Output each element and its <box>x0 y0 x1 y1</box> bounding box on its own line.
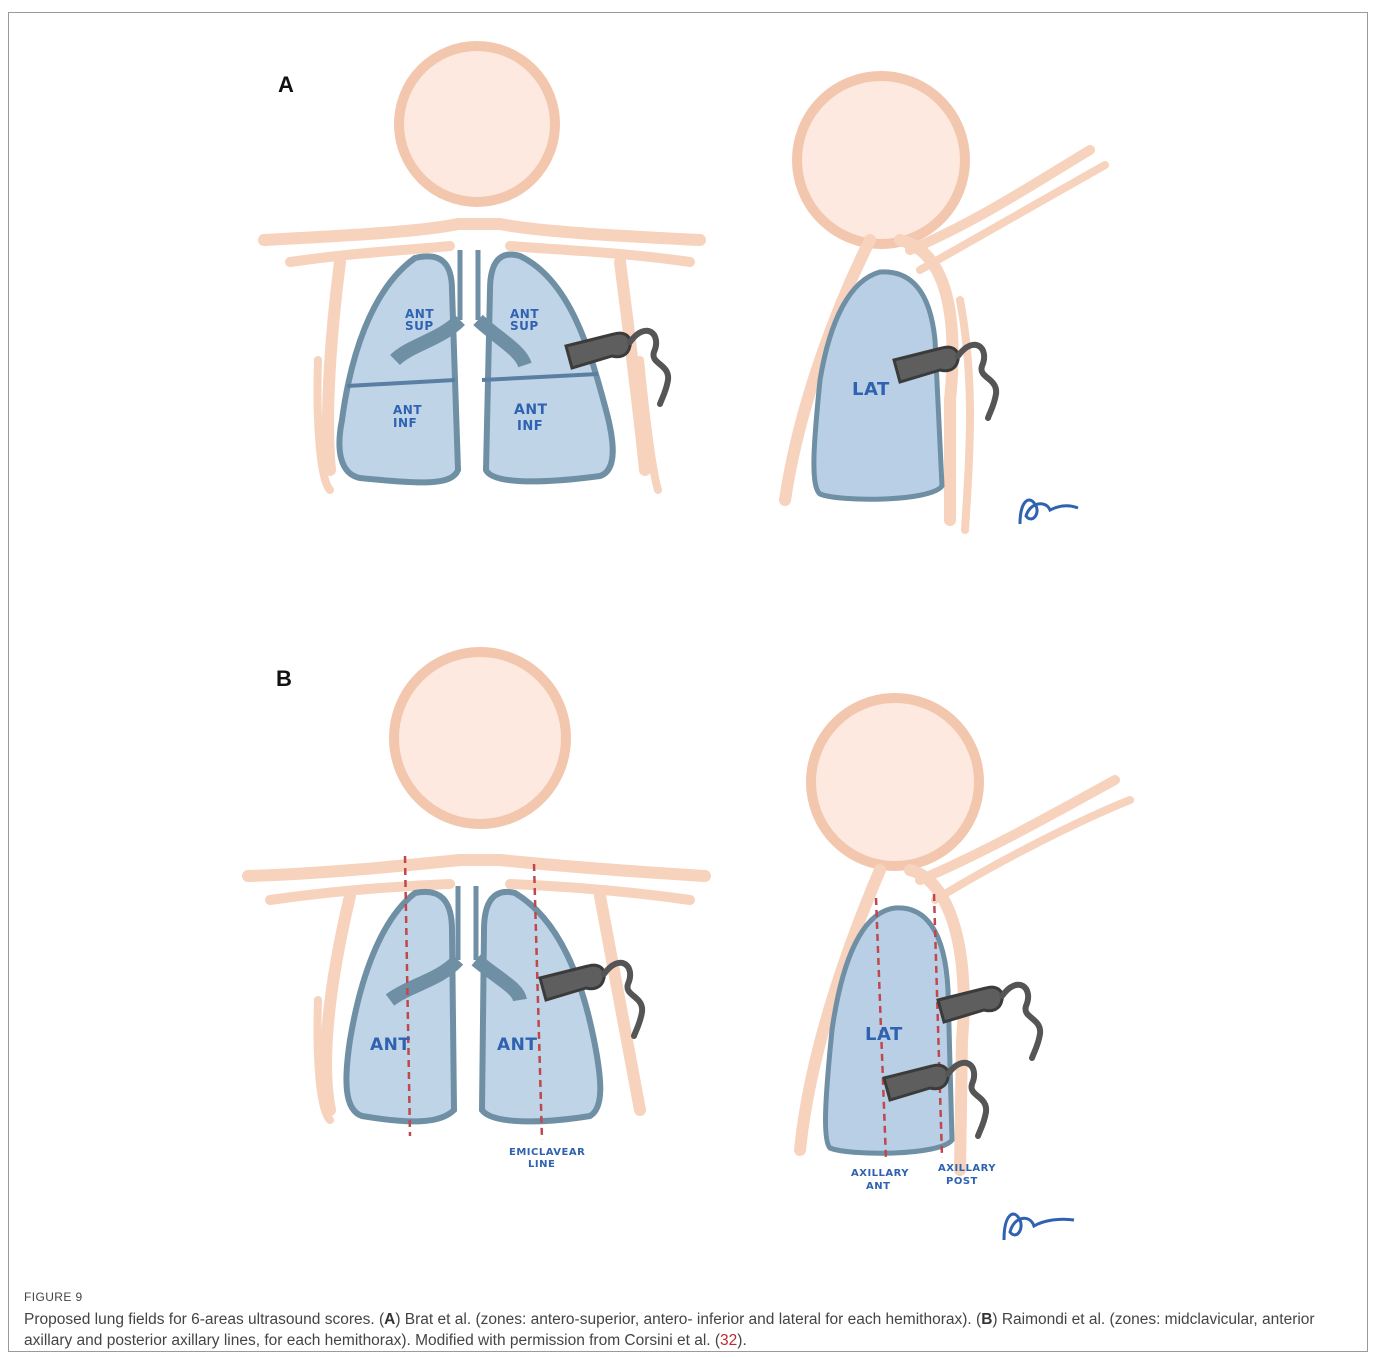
label-lat-a: LAT <box>852 379 890 400</box>
figure-illustration: ANT SUP ANT SUP ANT INF ANT INF LAT <box>0 0 1375 1280</box>
label-ant-inf-left-2: INF <box>393 416 417 430</box>
signature-b <box>1004 1214 1074 1240</box>
caption-part-1: Proposed lung fields for 6-areas ultraso… <box>24 1311 384 1328</box>
figure-caption: Proposed lung fields for 6-areas ultraso… <box>24 1309 1349 1351</box>
signature-a <box>1020 500 1078 524</box>
panel-b-side-probe-upper <box>938 985 1040 1058</box>
panel-label-b: B <box>276 666 292 692</box>
caption-panel-b-ref: B <box>981 1311 992 1328</box>
citation-link[interactable]: 32 <box>720 1332 737 1349</box>
caption-part-2: ) Brat et al. (zones: antero-superior, a… <box>395 1311 981 1328</box>
figure-caption-label: FIGURE 9 <box>24 1290 83 1304</box>
label-ant-sup-left-2: SUP <box>405 319 434 333</box>
label-midclavicular-2: LINE <box>528 1159 555 1170</box>
label-ant-b-left: ANT <box>370 1035 410 1055</box>
label-ant-inf-left-1: ANT <box>393 403 422 417</box>
label-ant-inf-right-1: ANT <box>514 402 548 418</box>
label-lat-b: LAT <box>865 1024 903 1045</box>
caption-part-4: ). <box>737 1332 746 1349</box>
label-axillary-post-2: POST <box>946 1176 978 1187</box>
caption-panel-a-ref: A <box>384 1311 395 1328</box>
panel-label-a: A <box>278 72 294 98</box>
label-axillary-ant-2: ANT <box>866 1181 890 1192</box>
label-ant-sup-right-2: SUP <box>510 319 539 333</box>
panel-a-front-body <box>264 46 700 490</box>
label-ant-b-right: ANT <box>497 1035 537 1055</box>
panel-b-front-lungs <box>346 886 600 1121</box>
label-ant-inf-right-2: INF <box>517 419 543 434</box>
label-axillary-ant-1: AXILLARY <box>851 1168 909 1179</box>
label-midclavicular-1: EMICLAVEAR <box>509 1147 585 1158</box>
label-axillary-post-1: AXILLARY <box>938 1163 996 1174</box>
